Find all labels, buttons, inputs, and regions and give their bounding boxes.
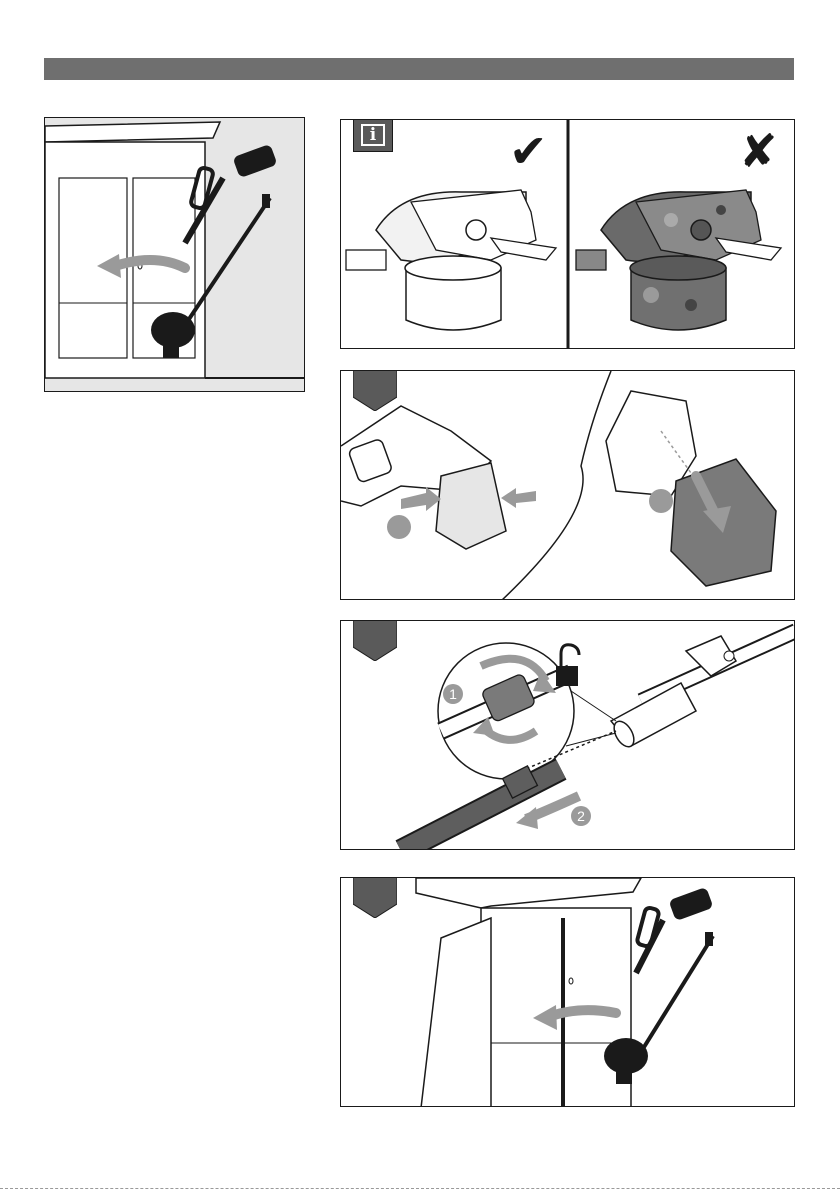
shaft-release-illustration: 1 2 <box>341 621 795 850</box>
check-icon: ✔ <box>509 126 548 176</box>
storage-overview-illustration <box>45 118 305 392</box>
battery-insert-illustration <box>341 406 536 549</box>
bottom-rule <box>0 1188 840 1189</box>
storage-overview-panel <box>44 117 305 392</box>
step-storage-panel <box>340 877 795 1107</box>
info-cleanliness-panel: i ✔ ✘ <box>340 119 795 349</box>
step-number-badge <box>353 620 397 661</box>
callout-2: 2 <box>571 806 591 826</box>
battery-illustration <box>341 371 795 600</box>
callout-1-label: 1 <box>449 686 457 702</box>
info-icon-label: i <box>361 124 385 146</box>
dirty-trimmer-head-illustration <box>576 190 781 330</box>
storage-illustration <box>341 878 795 1107</box>
step-number-badge <box>353 877 397 918</box>
step-shaft-release-panel: 1 2 <box>340 620 795 850</box>
step-battery-panel <box>340 370 795 600</box>
cross-icon: ✘ <box>739 126 778 176</box>
cleanliness-illustration <box>341 120 795 349</box>
step-number-badge <box>353 370 397 411</box>
info-icon: i <box>353 119 393 152</box>
section-header-bar <box>44 58 794 80</box>
battery-remove-illustration <box>606 391 776 586</box>
callout-1: 1 <box>443 684 463 704</box>
clean-trimmer-head-illustration <box>346 190 556 330</box>
callout-2-label: 2 <box>577 808 585 824</box>
